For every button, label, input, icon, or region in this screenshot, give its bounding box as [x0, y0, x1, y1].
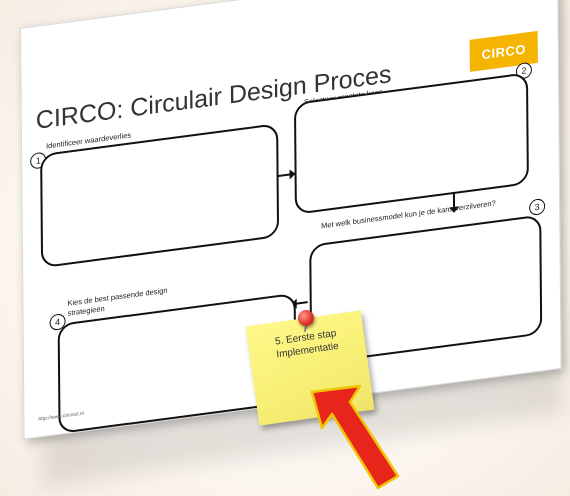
step-3-number: 3 [529, 197, 546, 217]
red-arrow-icon [310, 384, 400, 490]
arrow-step3-to-step4 [295, 301, 308, 305]
sticky-note-text: 5. Eerste stap Implementatie [265, 327, 348, 363]
arrow-step1-to-step2 [276, 173, 291, 178]
pushpin-icon [298, 310, 314, 326]
